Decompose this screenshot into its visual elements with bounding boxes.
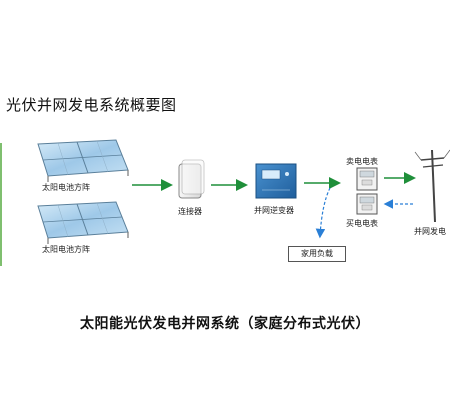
left-accent-bar (0, 143, 2, 266)
label-solar-array-1: 太阳电池方阵 (42, 183, 90, 192)
connector (178, 159, 205, 199)
label-grid: 并网发电 (414, 227, 446, 236)
bottom-caption: 太阳能光伏发电并网系统（家庭分布式光伏） (80, 316, 370, 332)
household-load-box: 家用负载 (288, 246, 346, 262)
label-buy-meter: 买电电表 (346, 219, 378, 228)
grid-inverter (255, 163, 297, 199)
solar-array-1 (37, 139, 129, 182)
buy-meter (356, 193, 378, 215)
label-connector: 连接器 (178, 207, 202, 216)
label-grid-inverter: 并网逆变器 (254, 206, 294, 215)
arrow-to-household-load (315, 187, 331, 239)
diagram-title: 光伏并网发电系统概要图 (6, 96, 177, 114)
solar-array-2 (37, 201, 129, 244)
sell-meter (356, 167, 378, 191)
label-solar-array-2: 太阳电池方阵 (42, 245, 90, 254)
utility-pole (414, 149, 450, 223)
label-sell-meter: 卖电电表 (346, 157, 378, 166)
